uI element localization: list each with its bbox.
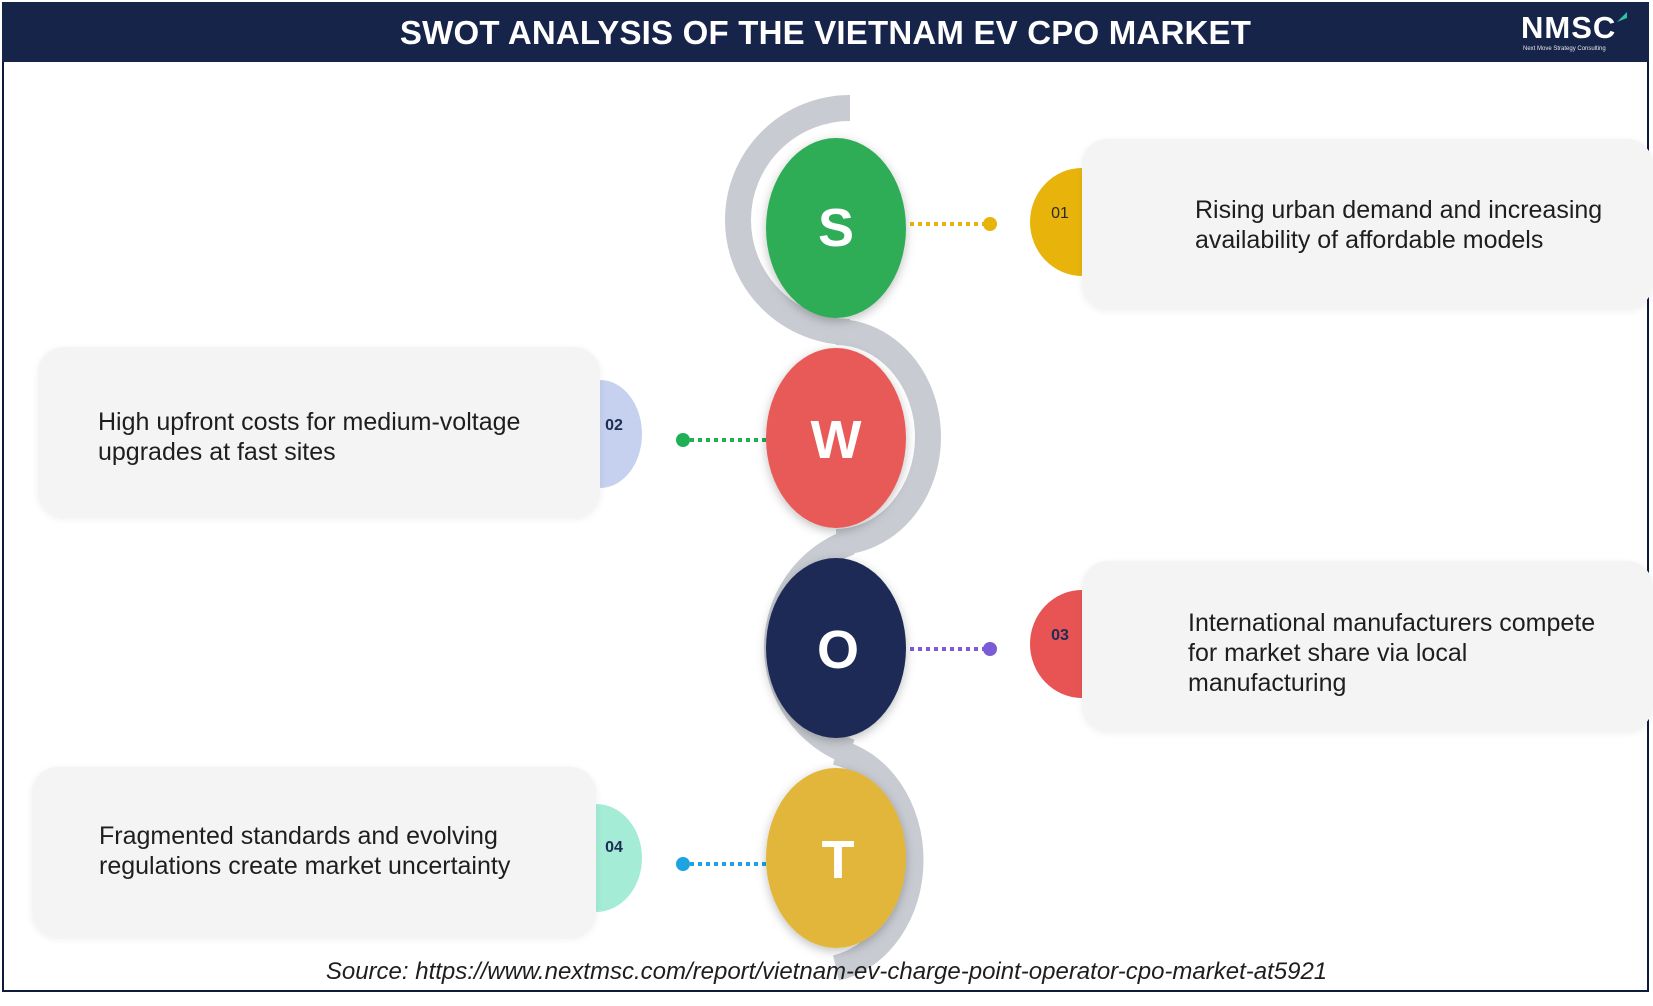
connector-arc-s	[725, 95, 851, 345]
connector-dot-t	[676, 857, 690, 871]
threat-text: Fragmented standards and evolving regula…	[99, 822, 511, 880]
logo-arrow-icon	[1617, 12, 1627, 22]
logo-text: NMSC	[1521, 10, 1617, 45]
nmsc-logo: NMSC Next Move Strategy Consulting	[1521, 10, 1631, 56]
card-weakness: High upfront costs for medium-voltage up…	[38, 347, 600, 517]
number-04: 04	[605, 839, 623, 856]
letter-s: S	[817, 198, 855, 258]
letter-t: T	[821, 830, 855, 890]
weakness-text: High upfront costs for medium-voltage up…	[98, 408, 521, 466]
circle-o	[766, 558, 906, 738]
opportunity-text: International manufacturers compete for …	[1188, 609, 1596, 697]
number-tab-03	[1030, 590, 1082, 698]
number-02: 02	[605, 417, 623, 434]
connector-dot-s	[983, 217, 997, 231]
number-01: 01	[1051, 205, 1069, 222]
source-citation: Source: https://www.nextmsc.com/report/v…	[325, 958, 1328, 985]
circle-s	[766, 138, 906, 318]
card-opportunity: International manufacturers compete for …	[1082, 561, 1653, 731]
connector-dot-w	[676, 433, 690, 447]
number-tab-02	[600, 380, 642, 488]
number-tab-01	[1030, 168, 1082, 276]
connector-dot-o	[983, 642, 997, 656]
letter-o: O	[816, 620, 859, 680]
connector-arc-w	[835, 319, 941, 555]
page-title: SWOT ANALYSIS OF THE VIETNAM EV CPO MARK…	[399, 14, 1252, 51]
logo-subtitle: Next Move Strategy Consulting	[1523, 46, 1606, 52]
circle-t	[766, 768, 906, 948]
letter-w: W	[810, 410, 862, 470]
strength-text: Rising urban demand and increasing avail…	[1195, 196, 1603, 254]
header-bar: SWOT ANALYSIS OF THE VIETNAM EV CPO MARK…	[2, 2, 1649, 62]
circle-w	[766, 348, 906, 528]
card-strength: Rising urban demand and increasing avail…	[1082, 139, 1653, 309]
card-threat: Fragmented standards and evolving regula…	[32, 767, 596, 937]
number-03: 03	[1051, 627, 1069, 644]
number-tab-04	[596, 804, 642, 912]
connector-arc-t	[832, 739, 924, 981]
